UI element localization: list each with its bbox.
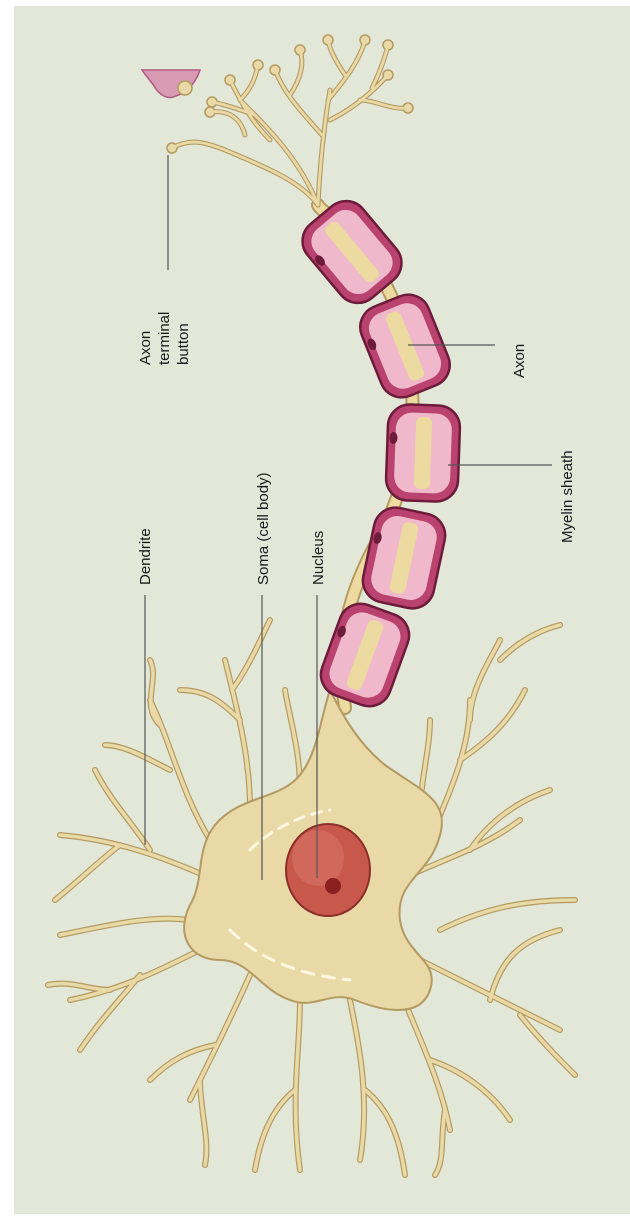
label-nucleus: Nucleus: [310, 531, 327, 585]
nucleolus: [325, 878, 341, 894]
diagram-background: Axon terminal button Dendrite Soma (cell…: [14, 6, 630, 1214]
label-axon-terminal-line-3: button: [175, 323, 192, 365]
myelin-segment-axon: [414, 417, 433, 490]
label-soma: Soma (cell body): [255, 472, 272, 585]
label-axon-terminal-line-2: terminal: [156, 312, 173, 365]
label-axon-terminal-line-1: Axon: [137, 331, 154, 365]
label-myelin-sheath: Myelin sheath: [559, 450, 576, 543]
nucleus-shine: [292, 830, 344, 886]
terminal-knob: [178, 81, 192, 95]
label-axon: Axon: [511, 344, 528, 378]
label-dendrite: Dendrite: [137, 528, 154, 585]
myelin-segment: [385, 404, 460, 502]
